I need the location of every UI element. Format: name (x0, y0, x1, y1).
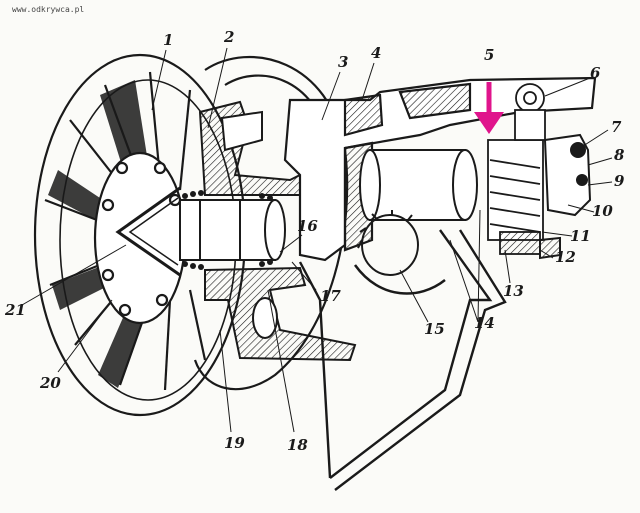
gear-ring (353, 210, 446, 295)
label-7: 7 (611, 118, 622, 136)
hub-cap-inner (128, 197, 179, 266)
label-15: 15 (424, 320, 445, 338)
label-1: 1 (163, 31, 174, 49)
axle-spindle (179, 199, 286, 261)
leader-lines (21, 47, 613, 433)
label-13: 13 (503, 282, 524, 300)
label-18: 18 (287, 436, 308, 454)
kingpin-spring (487, 83, 546, 255)
label-11: 11 (570, 227, 591, 245)
label-4: 4 (371, 44, 382, 62)
label-20: 20 (40, 374, 61, 392)
label-12: 12 (555, 248, 576, 266)
label-2: 2 (224, 28, 235, 46)
label-21: 21 (5, 301, 26, 319)
label-6: 6 (590, 64, 601, 82)
down-arrow-icon (474, 82, 504, 134)
label-3: 3 (338, 53, 349, 71)
hub-housing (198, 100, 357, 362)
label-10: 10 (592, 202, 613, 220)
label-19: 19 (224, 434, 245, 452)
watermark: www.odkrywca.pl (12, 5, 85, 14)
label-14: 14 (474, 314, 495, 332)
label-9: 9 (614, 172, 625, 190)
label-8: 8 (614, 146, 625, 164)
label-5: 5 (484, 46, 495, 64)
label-17: 17 (320, 287, 341, 305)
label-16: 16 (297, 217, 318, 235)
stub-axle (359, 149, 478, 221)
hub-cap (115, 186, 181, 277)
